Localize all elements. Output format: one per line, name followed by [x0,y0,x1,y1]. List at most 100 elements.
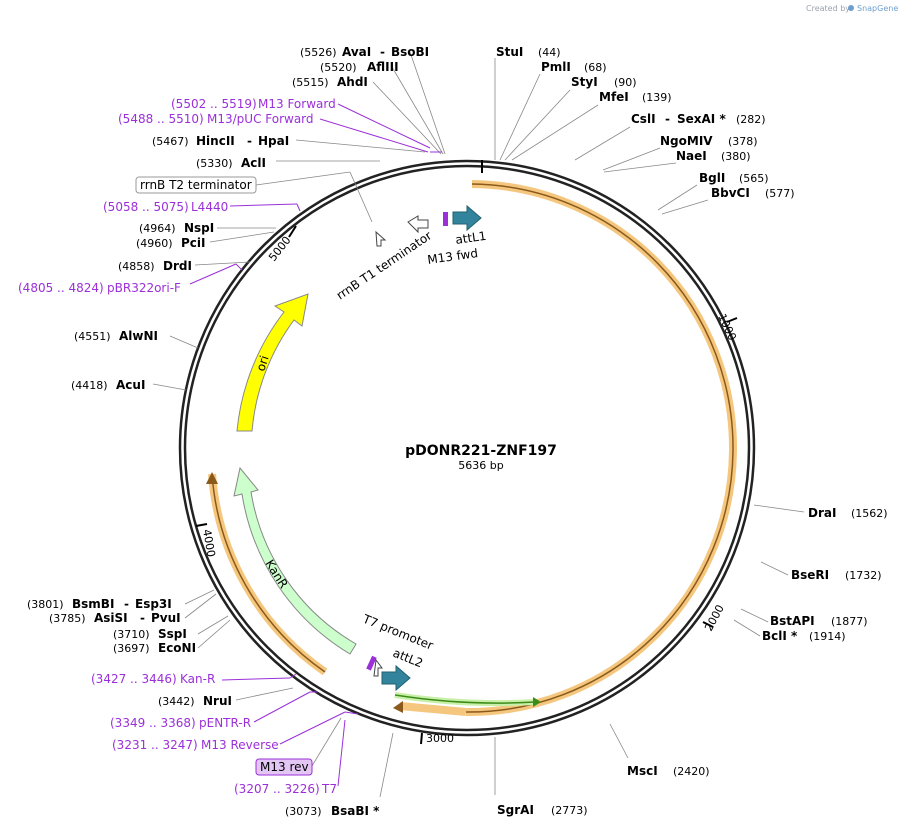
primer-mark-kan-r [289,673,297,679]
enzyme-bsabi-pos: (3073) [285,805,322,818]
m13-rev-marker [366,655,377,671]
connector-m13-rev-box [311,717,342,767]
enzyme-bgli-name: BglI [699,171,725,185]
enzyme-acli-name: AclI [241,156,266,170]
enzyme-pvui-name: PvuI [151,611,181,625]
tick-1000-mark [726,317,738,323]
attl2-arrow [381,664,411,692]
connector-bstapi [740,608,769,623]
rrnb-t2-box [135,176,257,194]
primer-m13-reverse-name: M13 Reverse [201,738,279,752]
ori-feature: ori [236,293,309,432]
credit-prefix: Created by [806,4,850,13]
connector-ngomiv [602,147,661,171]
enzyme-sgrai-name: SgrAI [497,803,534,817]
primer-pbr322ori-f-range: (4805 .. 4824) [18,281,104,295]
enzyme-bgli-pos: (565) [739,172,769,185]
kanr-label: KanR [262,557,290,591]
m13-fwd-label: M13 fwd [426,246,478,267]
connector-pmli [499,73,541,161]
m13-rev-label: M13 rev [260,760,309,774]
enzyme-alwni-name: AlwNI [119,329,158,343]
enzyme-bseri-name: BseRI [791,568,829,582]
enzyme-hincii-pos: (5467) [152,135,189,148]
connector-msci [609,723,629,759]
attl1-label: attL1 [454,229,487,247]
m13-fwd-marker [443,212,448,226]
enzyme-acui-pos: (4418) [71,379,108,392]
connector-naei [603,162,677,173]
tick-4000-label: 4000 [200,528,218,558]
position-ticks: 1000 2000 3000 4000 5000 [195,225,739,745]
connector-sspi [197,615,229,635]
enzyme-naei-name: NaeI [676,149,707,163]
enzyme-msci-pos: (2420) [673,765,710,778]
primer-kan-r-range: (3427 .. 3446) [91,672,177,686]
enzyme-alwni-pos: (4551) [74,330,111,343]
snapgene-brand: SnapGene [857,4,898,13]
enzyme-bstapi-name: BstAPI [770,614,815,628]
connector-drai [753,504,805,513]
connector-pcii [209,231,275,243]
connector-m13-reverse [279,711,346,745]
connector-bseri [760,561,789,576]
connector-l4440 [229,203,298,207]
primer-pentr-r-range: (3349 .. 3368) [110,716,196,730]
green-feature [394,692,541,707]
connector-bbvci [661,199,709,215]
enzyme-ahdi-name: AhdI [337,75,368,89]
tick-4000-mark [195,523,208,527]
primer-pentr-r-name: pENTR-R [199,716,251,730]
connector-lines [152,51,805,798]
green-arc [394,694,536,704]
primer-m13-forward-name: M13 Forward [258,97,336,111]
enzyme-hpai-name: HpaI [258,134,289,148]
connector-styi [504,89,571,161]
connector-drdi [194,261,251,266]
ori-arrow [236,293,309,432]
m13-fwd-arrow [407,215,429,234]
enzyme-pcii-pos: (4960) [136,237,173,250]
enzyme-pcii-name: PciI [181,236,206,250]
enzyme-nspi-pos: (4964) [139,222,176,235]
orf-left-arrowhead [206,472,218,484]
enzyme-csli-pos: (282) [736,113,766,126]
plasmid-length: 5636 bp [458,459,503,472]
enzyme-hincii-separator: - [247,134,252,148]
connector-afliii [391,66,444,155]
enzyme-pmli-pos: (68) [584,61,607,74]
enzyme-ngomiv-name: NgoMIV [660,134,713,148]
attl2-feature: T7 promoter attL2 [360,611,435,692]
enzyme-bsabi-name: BsaBI * [331,804,380,818]
enzyme-mfei-pos: (139) [642,91,672,104]
primer-connectors [189,103,442,787]
primer-mark-pbr322ori-f [235,263,243,271]
connector-mfei [511,104,599,161]
enzyme-nrui-name: NruI [203,694,232,708]
primer-l4440-range: (5058 .. 5075) [103,200,189,214]
backbone [178,159,756,737]
enzyme-sspi-pos: (3710) [113,628,150,641]
kanr-feature: KanR [233,466,357,655]
enzyme-acui-name: AcuI [116,378,145,392]
enzyme-ahdi-pos: (5515) [292,76,329,89]
enzyme-econi-name: EcoNI [158,641,196,655]
enzyme-styi-pos: (90) [614,76,637,89]
primer-m13-reverse-range: (3231 .. 3247) [112,738,198,752]
enzyme-drdi-name: DrdI [163,259,192,273]
enzyme-bbvci-name: BbvCI [711,186,750,200]
tick-2000-mark [702,621,714,628]
enzyme-bsobi-name: BsoBI [391,45,429,59]
primer-mark-l4440 [296,203,301,212]
orf-right-arrowhead [393,701,403,713]
enzyme-avai-name: AvaI [342,45,371,59]
m13-rev-box [255,758,313,776]
backbone-outer-strand [178,159,756,737]
enzyme-ngomiv-pos: (378) [728,135,758,148]
ori-label: ori [254,354,272,373]
connector-rrnb-t2-drop [349,171,373,223]
connector-acui [152,383,187,391]
connector-alwni [169,335,199,349]
orf-arc-left [211,473,326,673]
